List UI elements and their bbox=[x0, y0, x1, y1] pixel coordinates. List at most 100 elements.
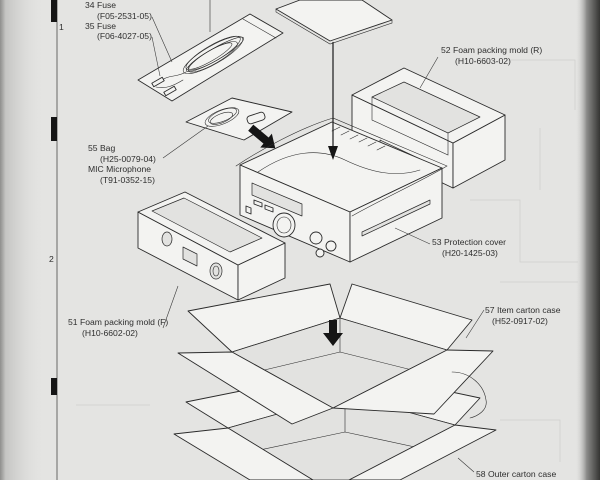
cord-loop bbox=[204, 107, 240, 127]
fuse-35 bbox=[163, 85, 177, 97]
radio-heatsink bbox=[331, 126, 386, 151]
label-foam-mold-f: 51 Foam packing mold (F) bbox=[68, 317, 168, 327]
leader-bag bbox=[162, 125, 209, 159]
radio-control-knob bbox=[325, 240, 337, 252]
transceiver-with-protection-cover bbox=[235, 117, 448, 263]
radio-button bbox=[264, 204, 274, 213]
cable-loop bbox=[182, 35, 244, 75]
leader-fuse-34 bbox=[151, 16, 173, 63]
heatsink-fin bbox=[376, 145, 386, 151]
foam-packing-mold-f bbox=[137, 191, 286, 301]
label-outer-carton-case: 58 Outer carton case bbox=[476, 469, 556, 479]
arrow-shape bbox=[248, 124, 276, 149]
bleed-line bbox=[510, 59, 576, 110]
margin-mark-2: 2 bbox=[49, 254, 54, 264]
instruction-sheet-outline bbox=[275, 0, 393, 42]
cord-loop bbox=[209, 111, 234, 125]
item-carton-inner-edge bbox=[255, 351, 429, 375]
radio-side-slot bbox=[361, 199, 431, 237]
label-item-carton-case: 57 Item carton case bbox=[485, 305, 561, 315]
insert-arrow-icon bbox=[248, 124, 276, 149]
fuse-34 bbox=[151, 76, 165, 88]
protection-cover-fold bbox=[257, 152, 421, 174]
leader-foam-r bbox=[419, 56, 439, 89]
item-carton-front-right-flap bbox=[332, 349, 494, 415]
margin-tab-mark bbox=[51, 378, 57, 395]
bleed-line bbox=[470, 199, 578, 263]
protection-cover-outline bbox=[235, 117, 448, 217]
label-bag: 55 Bag bbox=[88, 143, 115, 153]
bleed-through-lines bbox=[76, 59, 578, 462]
foam-f-hole bbox=[209, 262, 223, 280]
heatsink-fin bbox=[358, 137, 368, 143]
arrow-head bbox=[328, 146, 338, 160]
outer-carton-front-right-flap bbox=[348, 424, 497, 480]
margin-tab-mark bbox=[51, 0, 57, 22]
outer-carton-front-left-flap bbox=[173, 427, 314, 480]
leader-lines bbox=[151, 16, 485, 473]
fuse-bag-outline bbox=[137, 13, 284, 102]
item-carton-strap bbox=[451, 371, 487, 419]
fuse-bag bbox=[137, 13, 284, 102]
page-margin: 1 2 bbox=[49, 0, 211, 480]
radio-main-dial-knob bbox=[272, 212, 296, 238]
microphone bbox=[246, 111, 266, 125]
radio-dial-inner bbox=[276, 216, 292, 234]
radio-side-face bbox=[349, 167, 443, 263]
radio-control-knob bbox=[309, 231, 323, 245]
heatsink-fin bbox=[340, 130, 350, 136]
fuse-body bbox=[151, 76, 165, 88]
radio-control-knob bbox=[315, 248, 325, 258]
foam-f-hole bbox=[182, 246, 198, 267]
leader-foam-f bbox=[162, 285, 179, 329]
code-fuse-34: (F05-2531-05) bbox=[97, 11, 152, 21]
bleed-line bbox=[500, 419, 561, 462]
foam-f-hole bbox=[161, 231, 173, 247]
fuse-bag-cable-coil bbox=[182, 35, 245, 75]
fuse-bag-seal bbox=[242, 18, 277, 39]
microphone-cord-coil bbox=[204, 107, 240, 127]
insert-arrow-down-icon bbox=[323, 320, 343, 346]
heatsink-fin bbox=[367, 141, 377, 147]
leader-protection-cover bbox=[394, 227, 431, 245]
label-mic: MIC Microphone bbox=[88, 164, 151, 174]
radio-display bbox=[251, 182, 303, 217]
leader-item-carton bbox=[465, 309, 485, 339]
leader-fuse-35 bbox=[151, 36, 161, 77]
margin-tab-mark bbox=[51, 117, 57, 141]
code-bag: (H25-0079-04) bbox=[100, 154, 156, 164]
margin-mark-1: 1 bbox=[59, 22, 64, 32]
instruction-sheet-edge bbox=[275, 8, 393, 45]
label-protection-cover: 53 Protection cover bbox=[432, 237, 506, 247]
item-carton-front-left-flap bbox=[177, 351, 334, 425]
outer-carton-inner-edge bbox=[249, 431, 439, 453]
code-foam-mold-r: (H10-6603-02) bbox=[455, 56, 511, 66]
foam-f-recess bbox=[151, 197, 263, 253]
instruction-sheet bbox=[275, 0, 393, 45]
label-fuse-35: 35 Fuse bbox=[85, 21, 116, 31]
code-foam-mold-f: (H10-6602-02) bbox=[82, 328, 138, 338]
cable-end bbox=[155, 79, 184, 88]
insert-arrow-vertical-icon bbox=[328, 42, 338, 160]
foam-r-recess bbox=[371, 81, 481, 134]
left-page-shadow bbox=[0, 0, 46, 480]
microphone-bag-outline bbox=[185, 97, 293, 141]
code-item-carton-case: (H52-0917-02) bbox=[492, 316, 548, 326]
leader-outer-carton bbox=[457, 457, 475, 473]
radio-button bbox=[245, 205, 252, 215]
label-fuse-34: 34 Fuse bbox=[85, 0, 116, 10]
fuse-body bbox=[163, 85, 177, 97]
cable-loop bbox=[188, 42, 233, 70]
part-labels: 34 Fuse (F05-2531-05) 35 Fuse (F06-4027-… bbox=[68, 0, 561, 479]
microphone-bag bbox=[185, 97, 293, 141]
item-carton-case bbox=[177, 283, 494, 425]
label-foam-mold-r: 52 Foam packing mold (R) bbox=[441, 45, 542, 55]
code-protection-cover: (H20-1425-03) bbox=[442, 248, 498, 258]
microphone-body bbox=[246, 111, 266, 125]
code-fuse-35: (F06-4027-05) bbox=[97, 31, 152, 41]
right-binding-shadow bbox=[576, 0, 600, 480]
cord-loop bbox=[208, 107, 237, 124]
foam-r-recess-edge bbox=[371, 96, 449, 156]
foam-f-hole-inner bbox=[212, 265, 220, 277]
